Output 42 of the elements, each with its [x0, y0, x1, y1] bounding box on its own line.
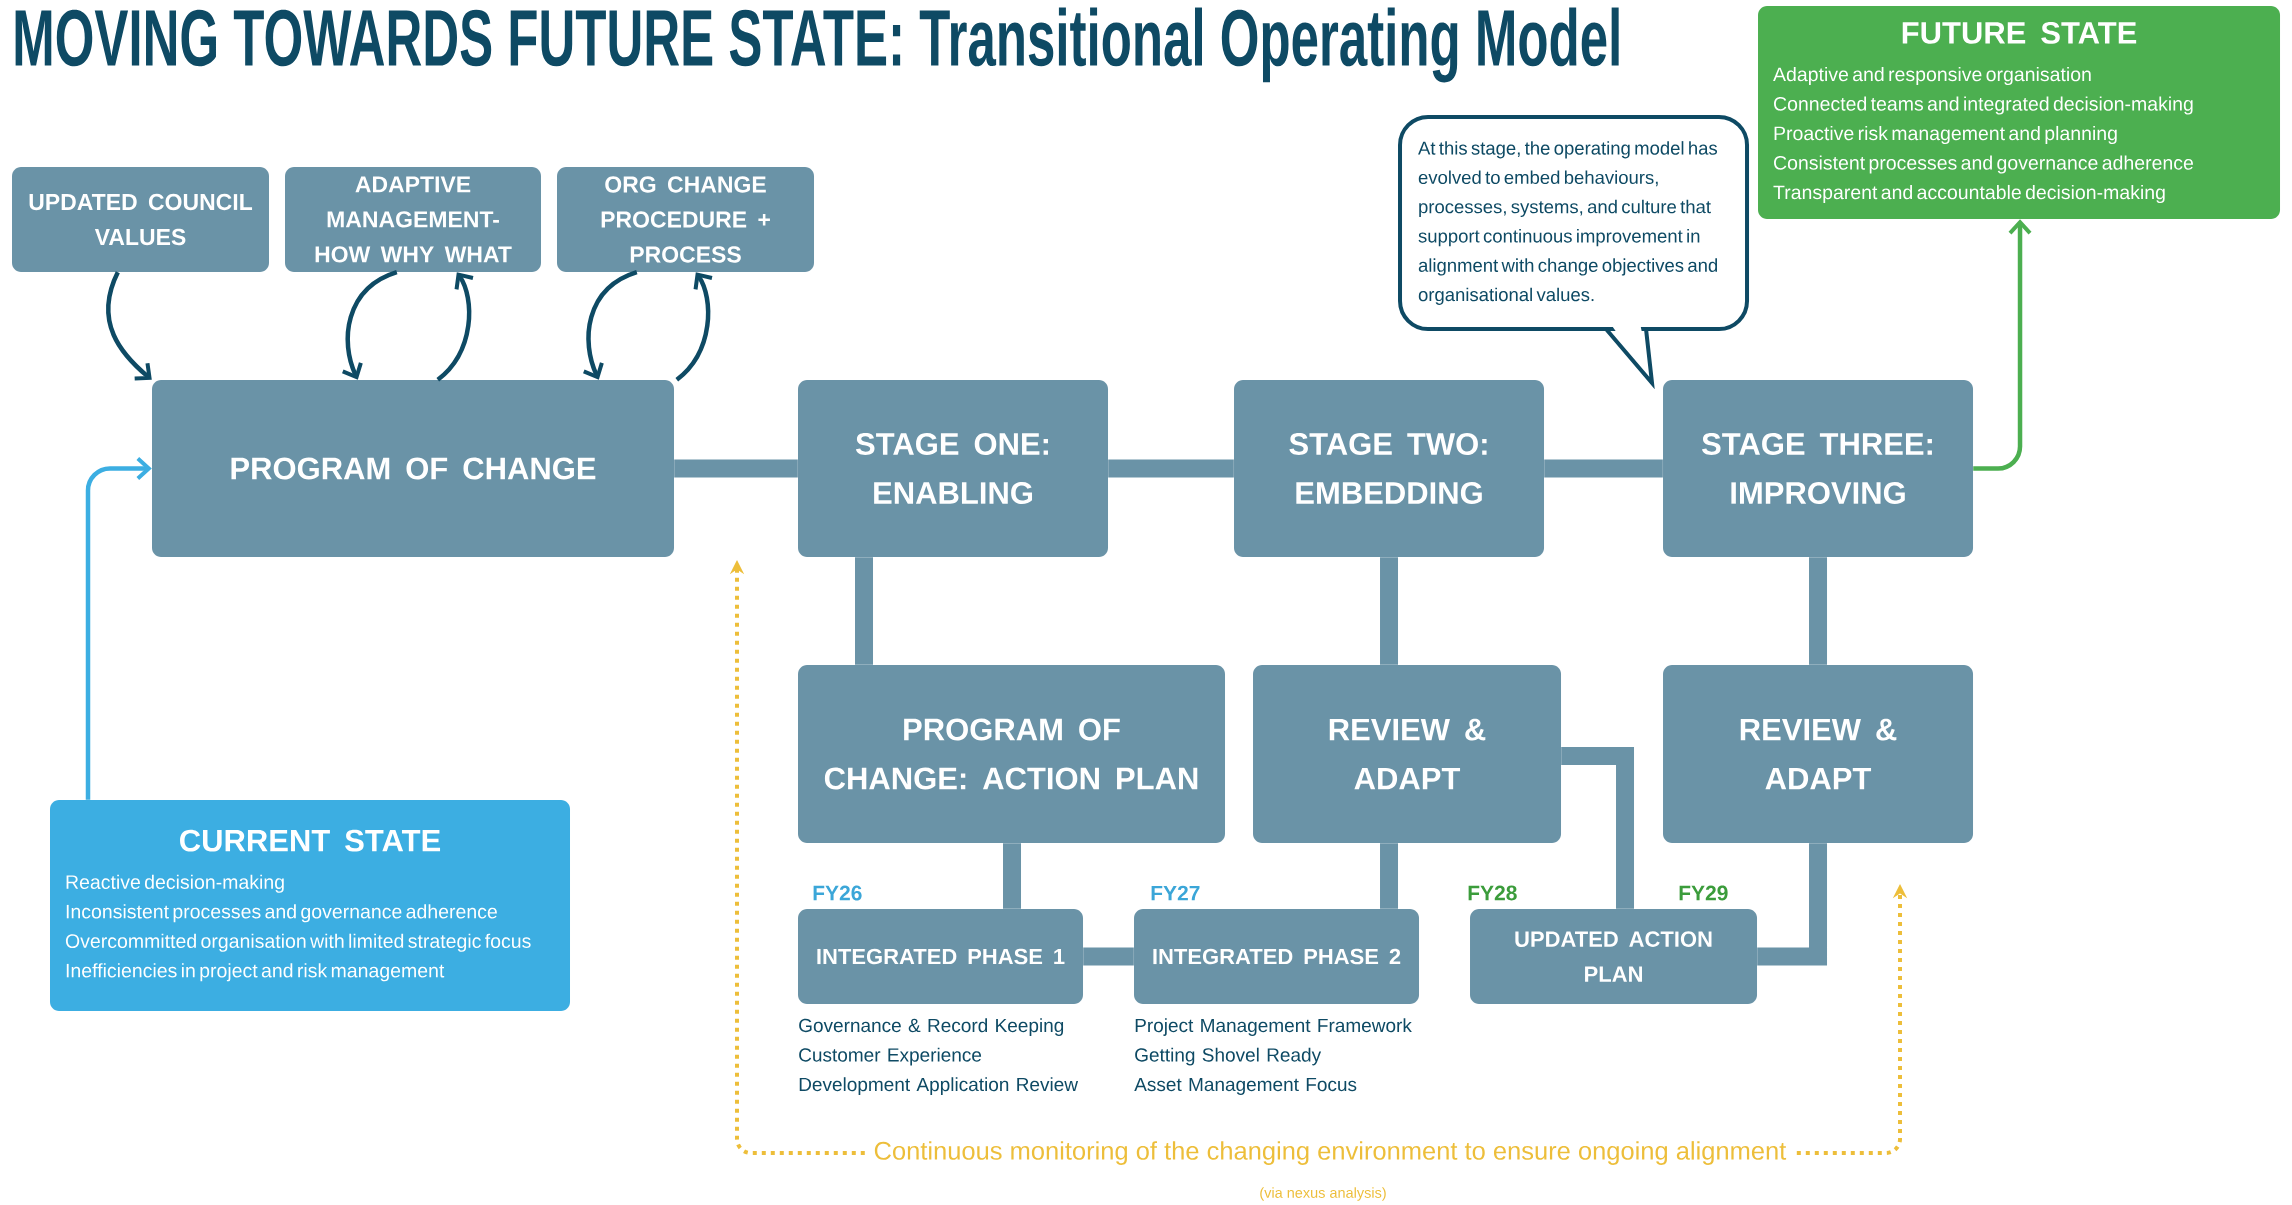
year-label: FY28 [1468, 885, 1517, 901]
arrow [342, 270, 398, 380]
year-label: FY27 [1151, 885, 1200, 901]
connector-bar [1809, 557, 1827, 665]
input-box: ADAPTIVE MANAGEMENT- HOW WHY WHAT [285, 167, 541, 272]
arrow [436, 272, 474, 382]
connector-bar [1003, 843, 1021, 909]
connector-bar [1544, 459, 1663, 478]
phase-box: INTEGRATED PHASE 1 [798, 909, 1083, 1004]
input-box: ORG CHANGE PROCEDURE + PROCESS [557, 167, 814, 272]
arrow [1973, 219, 2032, 471]
future-state-box: FUTURE STATE Adaptive and responsive organisation Connected teams and integrated decision-making Proactive risk management and planning Consistent processes and governance adherence Transparent and accountable decision-making [1758, 6, 2281, 219]
arrow [583, 270, 638, 380]
speech-bubble: At this stage, the operating model has evolved to embed behaviours, processes, systems, and culture that support continuous improvement in alignment with change objectives and organisational values. [1398, 115, 1749, 390]
title: MOVING TOWARDS FUTURE STATE: Transitional Operating Model [15, 7, 1619, 83]
input-box: UPDATED COUNCIL VALUES [12, 167, 269, 272]
note: (via nexus analysis) [1260, 1187, 1386, 1201]
connector-bar [1380, 557, 1398, 665]
connector-bar [1757, 843, 1827, 966]
arrow [675, 272, 713, 382]
year-label: FY26 [813, 885, 862, 901]
year-label: FY29 [1679, 885, 1728, 901]
item-list: Governance & Record Keeping Customer Experience Development Application Review [799, 1018, 1079, 1095]
process-box: PROGRAM OF CHANGE: ACTION PLAN [798, 665, 1225, 843]
connector-bar [1108, 459, 1234, 478]
phase-box: UPDATED ACTION PLAN [1470, 909, 1757, 1004]
process-box: STAGE ONE: ENABLING [798, 380, 1108, 557]
arrow [106, 271, 152, 381]
connector-bar [1380, 843, 1398, 909]
process-box: STAGE TWO: EMBEDDING [1234, 380, 1544, 557]
process-box: PROGRAM OF CHANGE [152, 380, 674, 557]
arrow [85, 457, 152, 800]
process-box: STAGE THREE: IMPROVING [1663, 380, 1973, 557]
item-list: Project Management Framework Getting Shovel Ready Asset Management Focus [1134, 1018, 1412, 1095]
process-box: REVIEW & ADAPT [1663, 665, 1973, 843]
loop-label: Continuous monitoring of the changing environment to ensure ongoing alignment [867, 1135, 1793, 1171]
connector-bar [674, 459, 798, 478]
phase-box: INTEGRATED PHASE 2 [1134, 909, 1419, 1004]
connector-bar [855, 557, 873, 665]
current-state-box: CURRENT STATE Reactive decision-making Inconsistent processes and governance adherence Overcommitted organisation with limited strategic focus Inefficiencies in project and risk management [50, 800, 570, 1011]
connector-bar [1083, 947, 1134, 966]
process-box: REVIEW & ADAPT [1253, 665, 1561, 843]
